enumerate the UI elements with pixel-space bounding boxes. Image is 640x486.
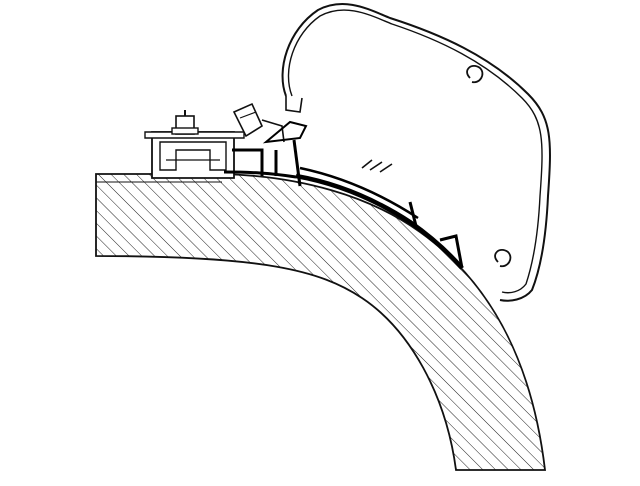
adapter-rail: [223, 120, 464, 270]
awning-casing: [281, 3, 551, 302]
roof-wall-section: [95, 173, 547, 471]
rail-bracket: [144, 131, 245, 179]
bolt-nut: [171, 102, 285, 143]
